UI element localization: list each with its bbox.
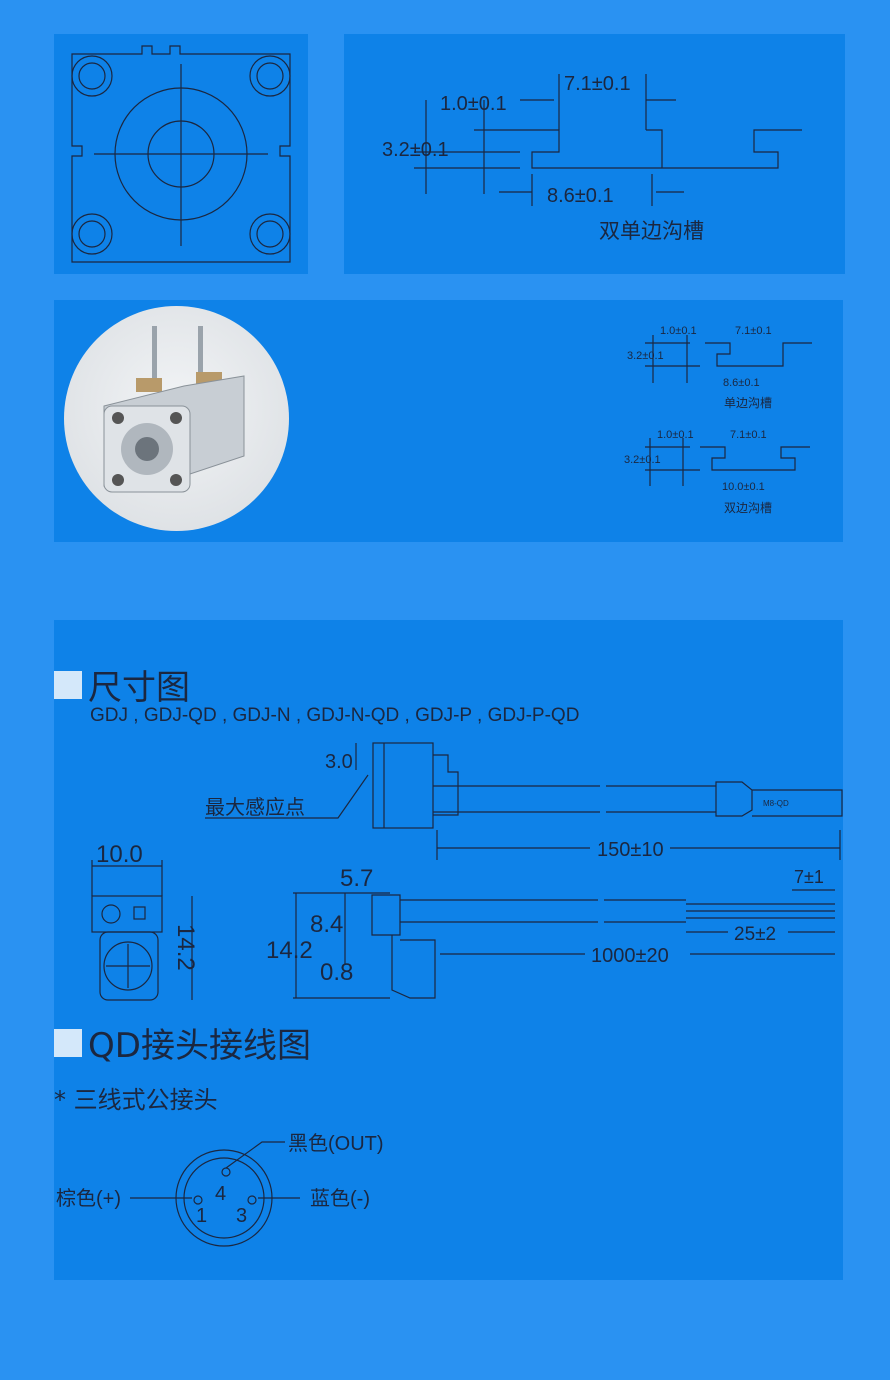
heading-square-icon: [54, 670, 82, 699]
wiring-title: QD接头接线图: [88, 1026, 311, 1066]
groove-large-d2: 7.1±0.1: [564, 73, 631, 95]
wiring-heading: QD接头接线图: [54, 1018, 311, 1067]
cylinder-sensor-image: [103, 326, 245, 493]
product-photo: [64, 306, 289, 531]
dimension-heading: 尺寸图: [54, 660, 190, 709]
groove-large-caption: 双单边沟槽: [599, 220, 704, 243]
cylinder-front-drawing: [71, 45, 291, 263]
groove-large-d3: 3.2±0.1: [382, 139, 449, 161]
groove-large-drawing: 1.0±0.1 7.1±0.1 3.2±0.1 8.6±0.1 双单边沟槽: [382, 73, 802, 243]
model-list: GDJ , GDJ-QD , GDJ-N , GDJ-N-QD , GDJ-P …: [90, 705, 580, 726]
groove-large-d4: 8.6±0.1: [547, 185, 614, 207]
wiring-subtitle: * 三线式公接头: [54, 1086, 218, 1114]
heading-square-icon: [54, 1028, 82, 1057]
groove-large-d1: 1.0±0.1: [440, 93, 507, 115]
cylinder-front-panel: [54, 34, 308, 274]
dimension-title: 尺寸图: [88, 668, 190, 708]
groove-large-panel: 1.0±0.1 7.1±0.1 3.2±0.1 8.6±0.1 双单边沟槽: [344, 34, 845, 274]
